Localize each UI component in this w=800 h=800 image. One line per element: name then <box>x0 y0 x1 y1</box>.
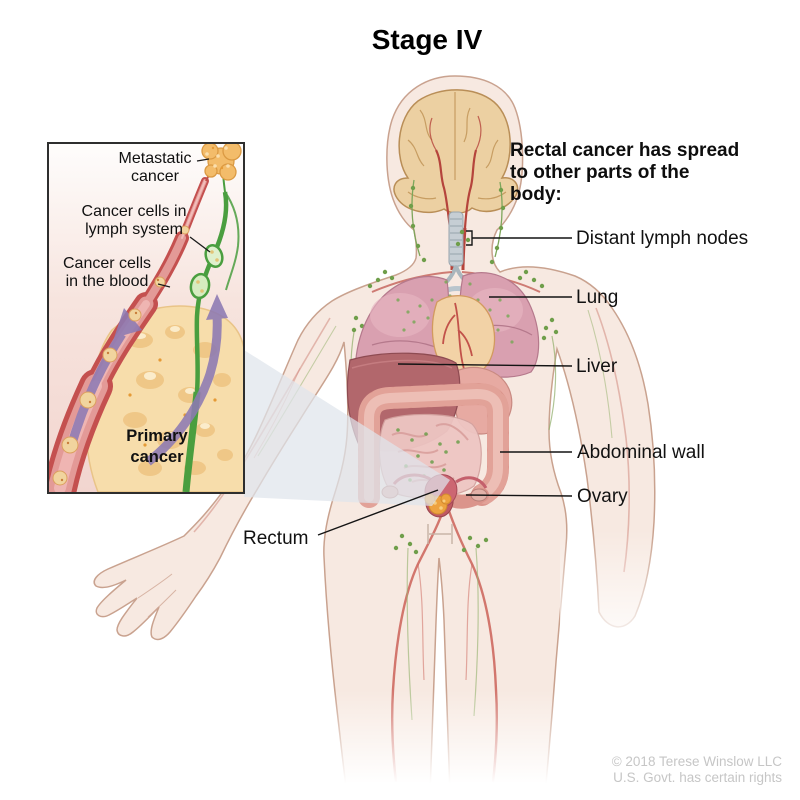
inset-arrow-lymph <box>145 294 228 466</box>
leg-fade <box>0 690 800 800</box>
arm-fade <box>560 530 710 680</box>
spread-heading: Rectal cancer has spread to other parts … <box>510 140 740 206</box>
label-cancer-cells-blood: Cancer cells in the blood <box>62 255 152 291</box>
heart <box>431 295 496 378</box>
rectum-line <box>317 489 439 536</box>
inset-border <box>47 142 245 494</box>
label-metastatic-cancer: Metastatic cancer <box>118 150 192 186</box>
cancer-cells-in-blood <box>52 225 190 486</box>
label-ovary: Ovary <box>577 486 628 507</box>
label-distant-lymph-nodes: Distant lymph nodes <box>576 228 749 249</box>
label-primary-cancer: Primary cancer <box>126 427 188 466</box>
liver-line <box>397 363 573 367</box>
label-liver: Liver <box>576 356 618 377</box>
copyright-notice: © 2018 Terese Winslow LLC U.S. Govt. has… <box>611 754 782 786</box>
label-lung: Lung <box>576 287 619 308</box>
diagram-title: Stage IV <box>371 24 483 55</box>
inset-arrow-blood <box>65 308 142 452</box>
inset-leader-lines <box>157 158 211 288</box>
brain <box>393 89 519 229</box>
lymph-system <box>351 179 559 555</box>
colon <box>358 383 509 509</box>
zoom-wedge <box>244 350 450 506</box>
inset-lymph-vessel <box>182 169 240 492</box>
label-rectum: Rectum <box>243 528 309 549</box>
inset-metastatic-tumor <box>201 144 242 182</box>
label-cancer-cells-lymph: Cancer cells in lymph system <box>81 203 187 239</box>
ovary-line <box>465 494 573 497</box>
leader-lines <box>317 230 573 536</box>
label-abdominal-wall: Abdominal wall <box>577 442 705 463</box>
inset-panel <box>47 142 245 494</box>
